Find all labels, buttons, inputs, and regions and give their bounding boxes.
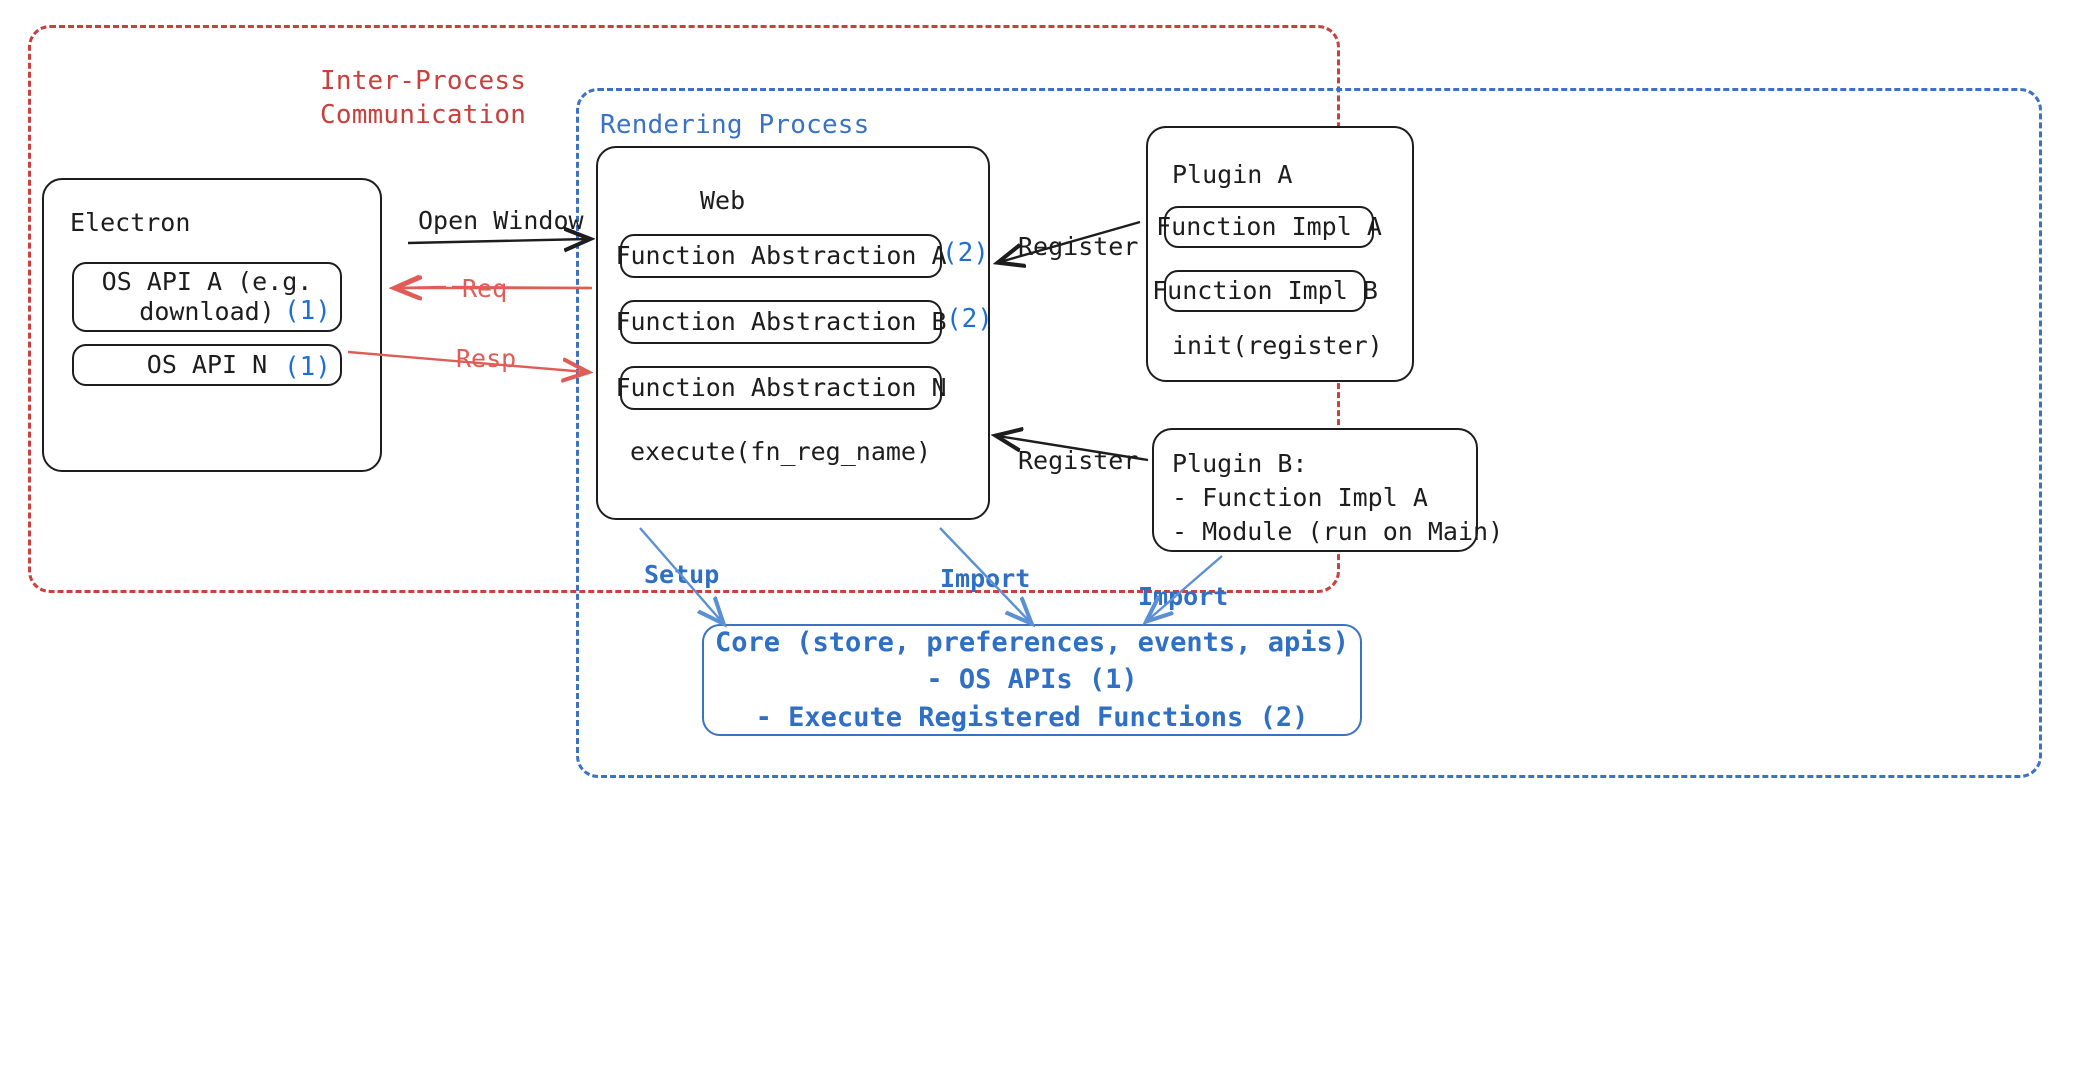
req-edge-label: Req (462, 274, 508, 303)
plugin-b-item-1: - Module (run on Main) (1172, 517, 1504, 546)
open-window-edge-label: Open Window (418, 206, 584, 235)
plugin-a-node[interactable] (1146, 126, 1414, 382)
web-node-title: Web (700, 186, 746, 215)
rendering-process-region-boundary (576, 88, 2042, 778)
os-api-a-box[interactable]: OS API A (e.g. download) (72, 262, 342, 332)
plugin-a-impl-a-box[interactable]: Function Impl A (1156, 206, 1382, 248)
core-line-1: - OS APIs (1) (926, 664, 1138, 696)
core-line-0: Core (store, preferences, events, apis) (715, 627, 1349, 659)
resp-edge-label: Resp (456, 344, 517, 373)
register-plugin-b-edge-label: Register (1018, 446, 1139, 475)
function-abstraction-n-box[interactable]: Function Abstraction N (615, 366, 947, 410)
plugin-b-title: Plugin B: (1172, 449, 1308, 478)
web-execute-text: execute(fn_reg_name) (630, 437, 932, 466)
function-abstraction-b-box[interactable]: Function Abstraction B (615, 300, 947, 344)
os-api-n-box[interactable]: OS API N (72, 344, 342, 386)
plugin-a-title: Plugin A (1172, 160, 1293, 189)
function-abstraction-b-marker: (2) (946, 304, 993, 334)
plugin-a-impl-b-box[interactable]: Function Impl B (1152, 270, 1378, 312)
function-abstraction-a-box[interactable]: Function Abstraction A (615, 234, 947, 278)
ipc-region-label: Inter-Process Communication (320, 66, 527, 131)
os-api-n-marker: (1) (284, 352, 331, 382)
plugin-a-init-text: init(register) (1172, 331, 1383, 360)
core-node[interactable]: Core (store, preferences, events, apis) … (702, 624, 1362, 736)
function-abstraction-a-marker: (2) (942, 238, 989, 268)
import-plugin-edge-label: Import (1138, 582, 1229, 611)
setup-edge-label: Setup (644, 560, 720, 589)
plugin-b-node[interactable] (1152, 428, 1478, 552)
os-api-a-marker: (1) (284, 296, 331, 326)
import-web-edge-label: Import (940, 564, 1031, 593)
register-plugin-a-edge-label: Register (1018, 232, 1139, 261)
core-line-2: - Execute Registered Functions (2) (755, 701, 1309, 733)
rendering-process-region-label: Rendering Process (600, 110, 870, 140)
electron-node-title: Electron (70, 208, 191, 237)
plugin-b-item-0: - Function Impl A (1172, 483, 1428, 512)
